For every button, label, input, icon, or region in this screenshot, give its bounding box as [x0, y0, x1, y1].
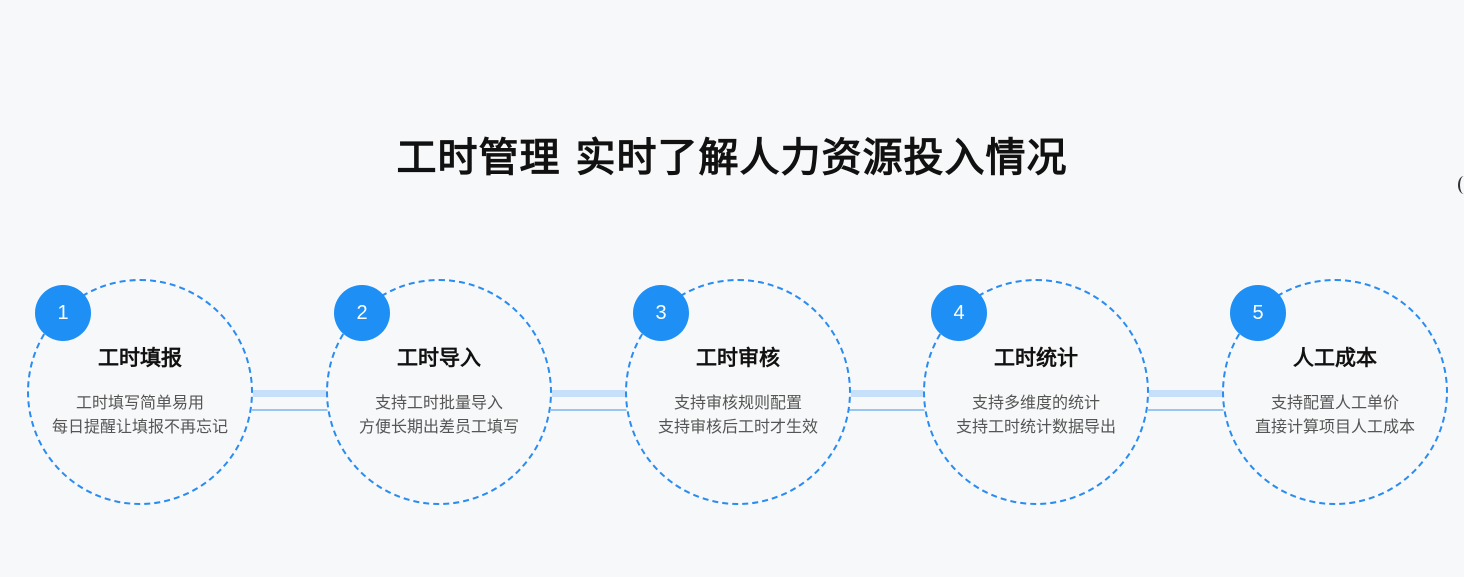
- step-title: 工时填报: [98, 346, 182, 370]
- step-description-line: 支持工时统计数据导出: [955, 417, 1116, 436]
- step-description: 支持多维度的统计 支持工时统计数据导出: [923, 391, 1149, 439]
- step-description: 支持工时批量导入 方便长期出差员工填写: [326, 391, 552, 439]
- step-description: 支持配置人工单价 直接计算项目人工成本: [1222, 391, 1448, 439]
- step-2: 2 工时导入 支持工时批量导入 方便长期出差员工填写: [326, 279, 552, 505]
- step-number-badge: 2: [334, 285, 390, 341]
- connector-2-3: [551, 390, 627, 411]
- step-number-badge: 4: [931, 285, 987, 341]
- step-title: 工时导入: [397, 346, 481, 370]
- step-description-line: 直接计算项目人工成本: [1254, 417, 1415, 436]
- step-title: 工时审核: [696, 346, 780, 370]
- connector-1-2: [252, 390, 328, 411]
- step-3: 3 工时审核 支持审核规则配置 支持审核后工时才生效: [625, 279, 851, 505]
- page-title: 工时管理 实时了解人力资源投入情况: [396, 135, 1068, 181]
- step-description-line: 支持配置人工单价: [1270, 393, 1399, 412]
- step-number-badge: 3: [633, 285, 689, 341]
- step-description-line: 支持审核规则配置: [673, 393, 802, 412]
- step-5: 5 人工成本 支持配置人工单价 直接计算项目人工成本: [1222, 279, 1448, 505]
- step-description: 支持审核规则配置 支持审核后工时才生效: [625, 391, 851, 439]
- step-4: 4 工时统计 支持多维度的统计 支持工时统计数据导出: [923, 279, 1149, 505]
- step-title: 工时统计: [994, 346, 1078, 370]
- step-description: 工时填写简单易用 每日提醒让填报不再忘记: [27, 391, 253, 439]
- step-description-line: 支持审核后工时才生效: [657, 417, 818, 436]
- step-description-line: 支持多维度的统计: [971, 393, 1100, 412]
- connector-4-5: [1148, 390, 1224, 411]
- step-description-line: 每日提醒让填报不再忘记: [51, 417, 228, 436]
- connector-3-4: [849, 390, 925, 411]
- step-1: 1 工时填报 工时填写简单易用 每日提醒让填报不再忘记: [27, 279, 253, 505]
- step-description-line: 工时填写简单易用: [75, 393, 204, 412]
- step-number-badge: 1: [35, 285, 91, 341]
- step-description-line: 支持工时批量导入: [374, 393, 503, 412]
- edge-mark: [1458, 176, 1464, 194]
- step-number-badge: 5: [1230, 285, 1286, 341]
- step-description-line: 方便长期出差员工填写: [358, 417, 519, 436]
- step-title: 人工成本: [1293, 346, 1377, 370]
